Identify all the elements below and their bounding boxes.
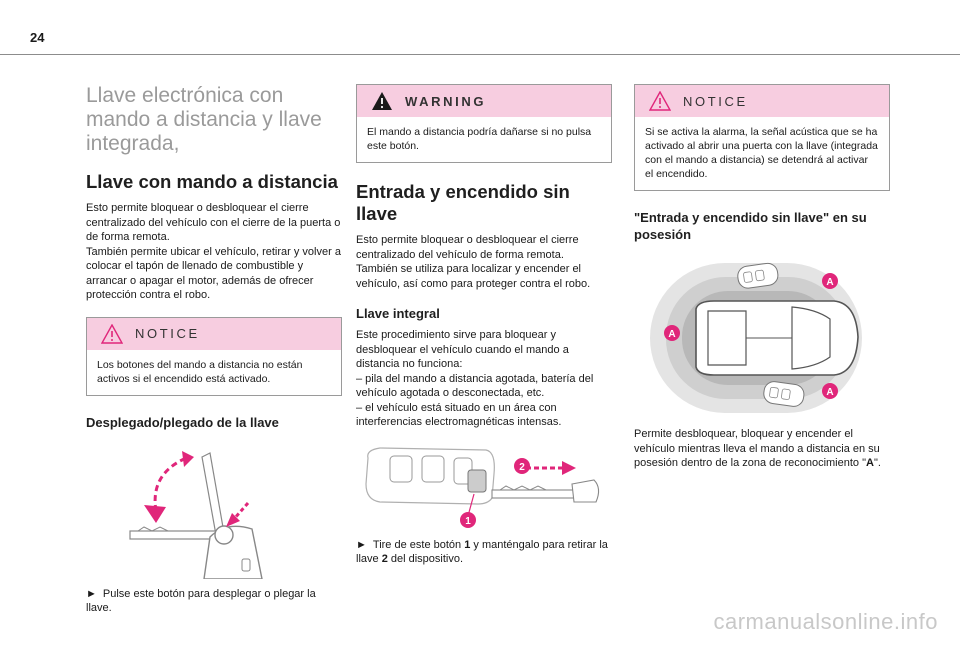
warning-triangle-icon — [372, 92, 392, 110]
keyless-intro: Esto permite bloquear o desbloquear el c… — [356, 234, 591, 290]
column-3: NOTICE Si se activa la alarma, la señal … — [634, 84, 890, 471]
recognition-zone-illustration: A A A — [650, 262, 862, 413]
warning-triangle-icon — [101, 323, 123, 344]
fold-key-caption-text: Pulse este botón para desplegar o plegar… — [86, 587, 316, 615]
caption-text-c: y manténgalo para retirar la llave — [356, 538, 608, 566]
warning-body: El mando a distancia podría dañarse si n… — [367, 126, 592, 152]
warning-triangle-icon — [649, 91, 671, 111]
caption-text-e: del dispositivo. — [387, 553, 464, 565]
column-1: Llave electrónica con mando a distancia … — [86, 84, 342, 616]
zone-caption: Permite desbloquear, bloquear y encender… — [634, 427, 890, 471]
warning-box: WARNING El mando a distancia podría daña… — [356, 84, 612, 163]
figure-label-one: 1 — [465, 516, 471, 527]
top-rule — [0, 54, 960, 55]
zone-marker-a-bottom: A — [826, 387, 833, 398]
zone-caption-text-a: Permite desbloquear, bloquear y encender… — [634, 428, 880, 469]
remote-key-intro: Esto permite bloquear o desbloquear el c… — [86, 202, 341, 301]
notice-box-2: NOTICE Si se activa la alarma, la señal … — [634, 84, 890, 191]
caption-bullet-arrow: ► — [86, 587, 97, 600]
subheading-fold-key: Desplegado/plegado de la llave — [86, 414, 279, 430]
notice-body: Si se activa la alarma, la señal acústic… — [645, 126, 878, 180]
watermark: carmanualsonline.info — [713, 609, 938, 634]
page-title: Llave electrónica con mando a distancia … — [86, 84, 322, 155]
notice-label: NOTICE — [135, 326, 200, 341]
integral-key-text: Este procedimiento sirve para bloquear y… — [356, 329, 594, 428]
remove-key-illustration: 2 1 — [365, 446, 600, 528]
warning-label: WARNING — [405, 93, 487, 109]
subheading-keyless-possession: "Entrada y encendido sin llave" en su po… — [634, 210, 867, 242]
caption-ref-2: 2 — [381, 553, 388, 565]
column-2: WARNING El mando a distancia podría daña… — [356, 84, 612, 567]
fold-key-caption: ►Pulse este botón para desplegar o plega… — [86, 587, 342, 616]
zone-caption-ref: A — [866, 457, 874, 469]
section-heading-remote-key: Llave con mando a distancia — [86, 171, 338, 192]
remove-key-caption: ► Tire de este botón 1 y manténgalo para … — [356, 538, 612, 567]
notice-label: NOTICE — [683, 93, 748, 109]
zone-marker-a-left: A — [668, 329, 675, 340]
notice-header: NOTICE — [635, 85, 889, 117]
page-number: 24 — [30, 30, 45, 45]
caption-bullet-arrow: ► — [356, 538, 367, 551]
zone-marker-a-top: A — [826, 277, 833, 288]
subheading-integral-key: Llave integral — [356, 306, 440, 321]
caption-ref-1: 1 — [464, 538, 471, 551]
notice-box: NOTICE Los botones del mando a distancia… — [86, 316, 342, 396]
section-heading-keyless: Entrada y encendido sin llave — [356, 181, 570, 224]
notice-body: Los botones del mando a distancia no est… — [97, 358, 303, 385]
warning-header: WARNING — [357, 85, 611, 117]
fold-key-illustration — [129, 450, 263, 579]
notice-header: NOTICE — [87, 317, 341, 350]
zone-caption-text-c: ". — [873, 457, 881, 469]
figure-label-two: 2 — [519, 462, 525, 473]
caption-text-a: Tire de este botón — [372, 538, 465, 551]
